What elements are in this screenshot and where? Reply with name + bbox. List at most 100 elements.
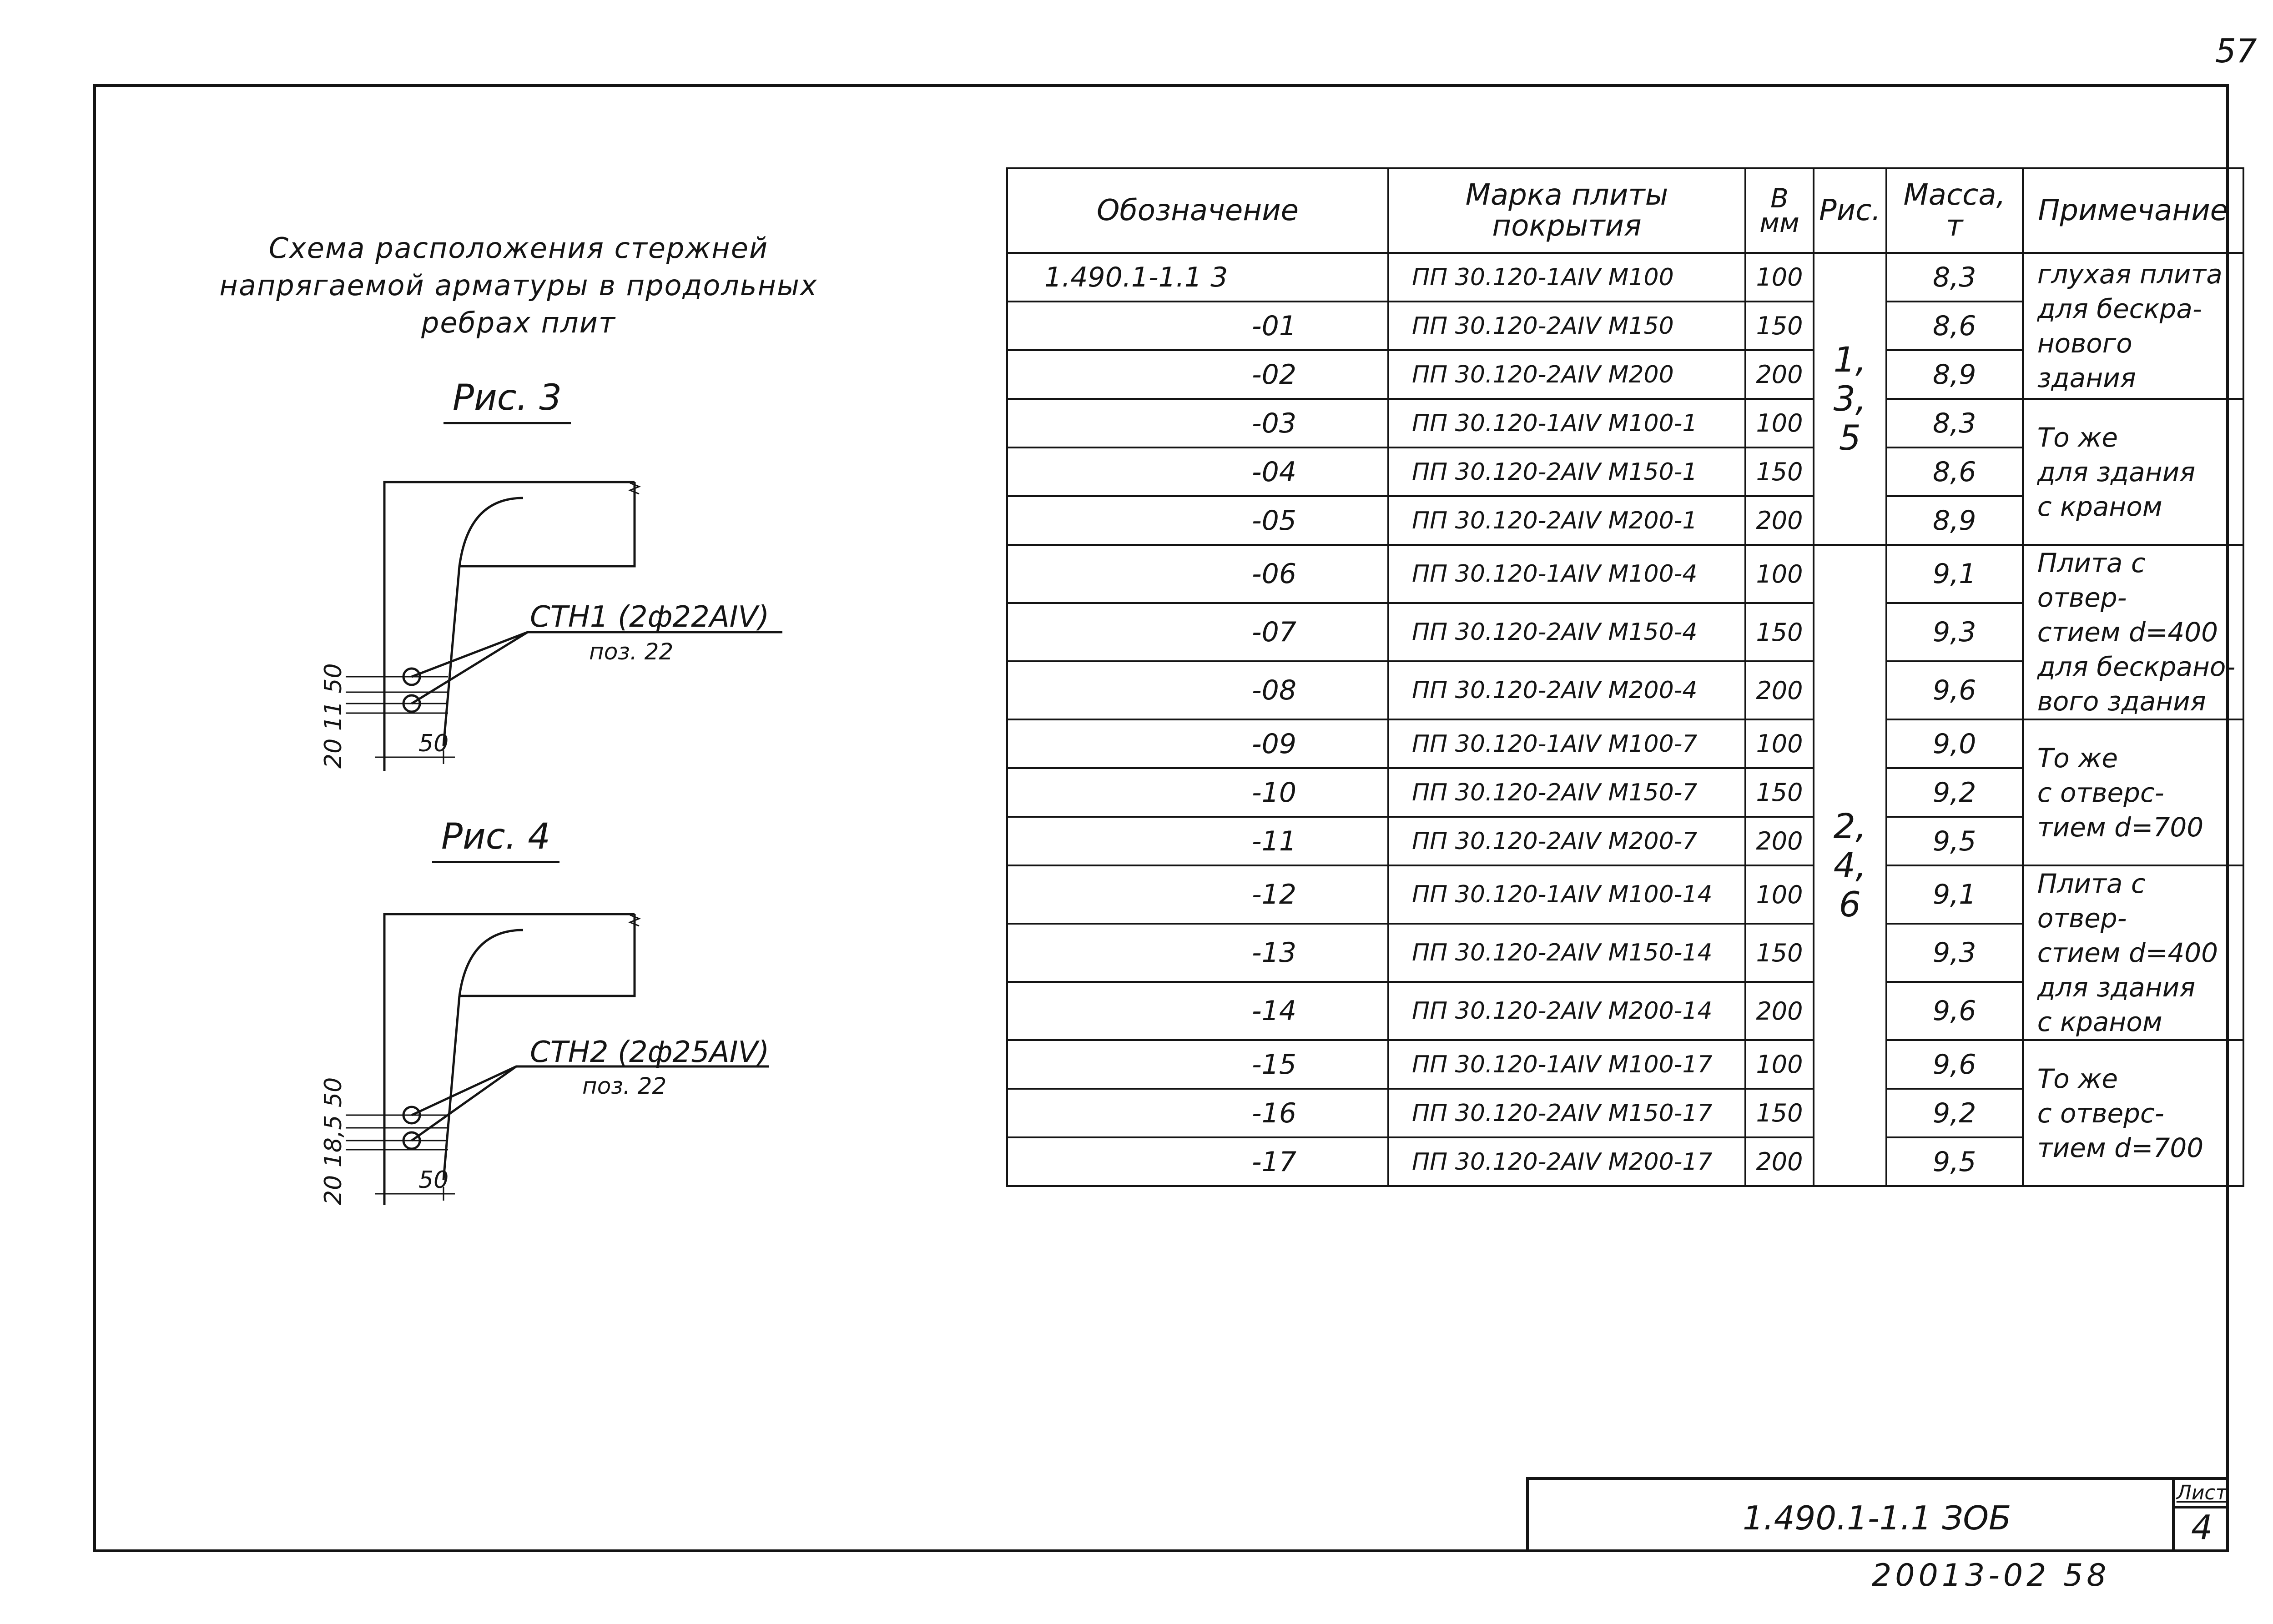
table-row: -17 ПП 30.120-2АIV М200-17 200 9,5 <box>1006 1136 2243 1187</box>
header-mark: Марка плиты покрытия <box>1387 167 1746 254</box>
header-mass: Масса, т <box>1885 167 2024 254</box>
mass-cell: 9,2 <box>1885 767 2024 818</box>
header-figure: Рис. <box>1813 167 1887 254</box>
note-cell: То же с отверс- тием d=700 <box>2021 719 2244 866</box>
table-row: -14 ПП 30.120-2АIV М200-14 200 9,6 <box>1006 981 2243 1041</box>
table-row: -04 ПП 30.120-2АIV М150-1 150 8,6 <box>1006 447 2243 497</box>
mass-cell: 9,6 <box>1885 981 2024 1041</box>
designation-cell: -01 <box>1006 301 1389 351</box>
scheme-title: Схема расположения стержней напрягаемой … <box>219 231 818 339</box>
designation-cell: -11 <box>1006 816 1389 866</box>
table-row: -12 ПП 30.120-1АIV М100-14 100 9,1 Плита… <box>1006 865 2244 1041</box>
mass-cell: 9,3 <box>1885 923 2024 983</box>
fig4-position: поз. 22 <box>582 1073 666 1099</box>
fig3-position: поз. 22 <box>589 639 673 665</box>
table-row: -11 ПП 30.120-2АIV М200-7 200 9,5 <box>1006 816 2243 866</box>
archive-number: 20013-02 58 <box>1872 1558 2110 1594</box>
width-cell: 150 <box>1744 1088 1814 1138</box>
designation-cell: -14 <box>1006 981 1389 1041</box>
designation-cell: -15 <box>1006 1039 1389 1090</box>
width-cell: 200 <box>1744 816 1814 866</box>
document-code: 1.490.1-1.1 ЗОБ <box>1743 1499 2011 1537</box>
note-cell: Плита с отвер- стием d=400 для бескрано-… <box>2021 544 2244 720</box>
width-cell: 150 <box>1744 602 1814 662</box>
width-cell: 200 <box>1744 349 1814 400</box>
fig4-section-drawing: СТН2 (2ф25АIV) поз. 22 50 20 18,5 50 <box>320 913 769 1205</box>
mass-cell: 9,5 <box>1885 1136 2024 1187</box>
width-cell: 150 <box>1744 923 1814 983</box>
table-row: -09 ПП 30.120-1АIV М100-7 100 9,0 То же … <box>1006 719 2244 866</box>
mark-cell: ПП 30.120-2АIV М200-1 <box>1387 495 1746 546</box>
designation-cell: -17 <box>1006 1136 1389 1187</box>
figure-group-cell: 1, 3, 5 <box>1813 252 1887 546</box>
page-number: 57 <box>2215 32 2257 70</box>
width-cell: 200 <box>1744 1136 1814 1187</box>
width-cell: 100 <box>1744 719 1814 769</box>
mark-cell: ПП 30.120-2АIV М150 <box>1387 301 1746 351</box>
title-block: 1.490.1-1.1 ЗОБ Лист 4 <box>1526 1477 2229 1552</box>
fig4-dim-horizontal: 50 <box>418 1166 449 1194</box>
specification-table: Обозначение Марка плиты покрытия В мм Ри… <box>1006 167 2244 1187</box>
designation-cell: -13 <box>1006 923 1389 983</box>
mark-cell: ПП 30.120-2АIV М200-7 <box>1387 816 1746 866</box>
mass-cell: 8,6 <box>1885 301 2024 351</box>
mass-cell: 8,6 <box>1885 447 2024 497</box>
mass-cell: 9,0 <box>1885 719 2024 769</box>
table-row: 1.490.1-1.1 3 ПП 30.120-1АIV М100 100 1,… <box>1006 252 2244 546</box>
mark-cell: ПП 30.120-1АIV М100-7 <box>1387 719 1746 769</box>
mass-cell: 9,6 <box>1885 660 2024 720</box>
mark-cell: ПП 30.120-2АIV М150-14 <box>1387 923 1746 983</box>
width-cell: 100 <box>1744 398 1814 448</box>
designation-cell: -09 <box>1006 719 1389 769</box>
mass-cell: 9,2 <box>1885 1088 2024 1138</box>
width-cell: 200 <box>1744 660 1814 720</box>
table-row: -03 ПП 30.120-1АIV М100-1 100 8,3 То же … <box>1006 398 2244 546</box>
table-row: -16 ПП 30.120-2АIV М150-17 150 9,2 <box>1006 1088 2243 1138</box>
width-cell: 100 <box>1744 865 1814 925</box>
fig3-label: Рис. 3 <box>444 377 571 424</box>
designation-cell: 1.490.1-1.1 3 <box>1006 252 1389 302</box>
mark-cell: ПП 30.120-2АIV М150-7 <box>1387 767 1746 818</box>
fig3-dim-vertical: 20 11 50 <box>320 663 347 769</box>
mark-cell: ПП 30.120-1АIV М100-4 <box>1387 544 1746 604</box>
header-note: Примечание <box>2021 167 2244 254</box>
designation-cell: -06 <box>1006 544 1389 604</box>
mark-cell: ПП 30.120-2АIV М200-14 <box>1387 981 1746 1041</box>
table-row: -13 ПП 30.120-2АIV М150-14 150 9,3 <box>1006 923 2243 983</box>
fig4-dim-vertical: 20 18,5 50 <box>320 1077 347 1205</box>
figure-group-cell: 2, 4, 6 <box>1813 544 1887 1187</box>
table-row: -08 ПП 30.120-2АIV М200-4 200 9,6 <box>1006 660 2243 720</box>
fig3-dim-horizontal: 50 <box>418 730 449 757</box>
width-cell: 150 <box>1744 767 1814 818</box>
designation-cell: -12 <box>1006 865 1389 925</box>
width-cell: 200 <box>1744 495 1814 546</box>
width-cell: 200 <box>1744 981 1814 1041</box>
table-row: -15 ПП 30.120-1АIV М100-17 100 9,6 То же… <box>1006 1039 2244 1187</box>
table-row: -10 ПП 30.120-2АIV М150-7 150 9,2 <box>1006 767 2243 818</box>
table-row: -05 ПП 30.120-2АIV М200-1 200 8,9 <box>1006 495 2243 546</box>
mass-cell: 8,9 <box>1885 349 2024 400</box>
note-cell: То же для здания с краном <box>2021 398 2244 546</box>
table-header-row: Обозначение Марка плиты покрытия В мм Ри… <box>1006 167 2244 254</box>
fig3-bar-mark: СТН1 (2ф22АIV) <box>530 600 769 634</box>
designation-cell: -05 <box>1006 495 1389 546</box>
header-width: В мм <box>1744 167 1814 254</box>
mass-cell: 9,1 <box>1885 544 2024 604</box>
mass-cell: 8,9 <box>1885 495 2024 546</box>
mass-cell: 9,6 <box>1885 1039 2024 1090</box>
table-row: -01 ПП 30.120-2АIV М150 150 8,6 <box>1006 301 2243 351</box>
mass-cell: 8,3 <box>1885 398 2024 448</box>
sheet-number: 4 <box>2191 1508 2213 1547</box>
width-cell: 100 <box>1744 252 1814 302</box>
mark-cell: ПП 30.120-2АIV М150-17 <box>1387 1088 1746 1138</box>
fig3-section-drawing: СТН1 (2ф22АIV) поз. 22 50 20 11 50 <box>320 481 782 771</box>
fig4-label: Рис. 4 <box>432 816 559 863</box>
table-row: -02 ПП 30.120-2АIV М200 200 8,9 <box>1006 349 2243 400</box>
note-cell: То же с отверс- тием d=700 <box>2021 1039 2244 1187</box>
width-cell: 100 <box>1744 1039 1814 1090</box>
mark-cell: ПП 30.120-1АIV М100-14 <box>1387 865 1746 925</box>
designation-cell: -07 <box>1006 602 1389 662</box>
sheet-box: Лист 4 <box>2172 1480 2229 1552</box>
designation-cell: -16 <box>1006 1088 1389 1138</box>
designation-cell: -03 <box>1006 398 1389 448</box>
